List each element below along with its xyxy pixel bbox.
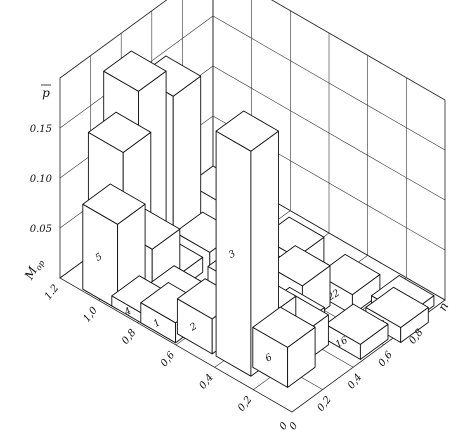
x-tick-label: 0,4 — [197, 372, 215, 391]
x-tick-label: 1.2 — [43, 283, 61, 302]
bar-label: 1 — [152, 317, 163, 330]
x-tick-label: 1,0 — [81, 305, 100, 325]
z-tick-label: 0.10 — [30, 174, 53, 185]
bar-face-top — [325, 303, 389, 345]
bar-face-top — [87, 111, 152, 153]
bar-label: 2 — [187, 321, 199, 334]
bar-label: 16 — [334, 335, 350, 351]
y-tick-label: 0,4 — [346, 372, 364, 391]
bar-face-top — [267, 245, 331, 287]
bar-face-top — [215, 110, 279, 152]
y-tick-label: 0,2 — [315, 394, 333, 413]
z-axis-label: p — [42, 86, 50, 100]
bar-face-top — [82, 183, 146, 225]
y-tick-label: 0,6 — [377, 349, 396, 369]
bar-3: 3 — [215, 110, 279, 377]
chart-bars: 2524201523191412182295261784721131162111… — [82, 50, 435, 388]
bar-16: 16 — [325, 303, 389, 360]
x-axis-label-sub: ор — [34, 259, 47, 272]
bar-face-top — [103, 50, 167, 92]
z-tick-label: 0.05 — [30, 224, 52, 235]
x-tick-label: 0,6 — [159, 349, 178, 369]
x-tick-label: 0,8 — [120, 327, 138, 346]
grid-line-z-left — [59, 0, 168, 79]
bar-face-top — [252, 306, 316, 348]
bar-label: 5 — [94, 251, 105, 264]
bar-label: 3 — [227, 248, 238, 261]
bar-5: 5 — [82, 183, 146, 310]
x-tick-label: 0,2 — [236, 394, 254, 413]
bar-label: 4 — [122, 306, 134, 319]
y-tick-label: 0 — [288, 420, 301, 432]
y-axis-label: n — [435, 300, 451, 313]
bar-label: 6 — [264, 352, 275, 365]
x-axis-label: Mор — [21, 256, 46, 284]
z-tick-label: 0.15 — [30, 124, 52, 135]
bar-6: 6 — [252, 306, 316, 388]
bar-face-top — [365, 286, 429, 328]
